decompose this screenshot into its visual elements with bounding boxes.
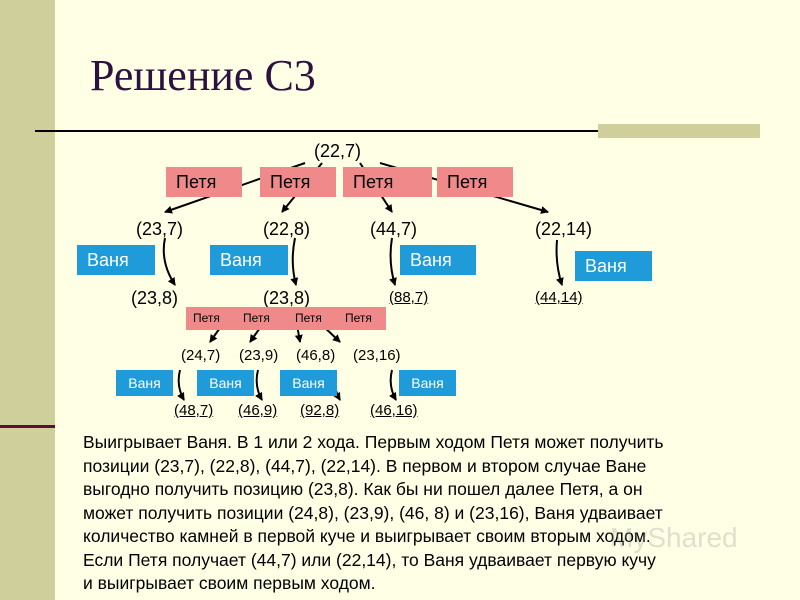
vanya-reply-2-2: Ваня bbox=[197, 370, 254, 396]
left-decor-bar bbox=[0, 0, 55, 600]
l1-position-3: (44,7) bbox=[370, 219, 418, 239]
vanya-reply-2-4: Ваня bbox=[399, 370, 456, 396]
l2-result-1: (48,7) bbox=[174, 402, 214, 419]
explanation-line: позиции (23,7), (22,8), (44,7), (22,14).… bbox=[83, 455, 647, 476]
petya-move-box-3: Петя bbox=[343, 167, 432, 197]
vanya-reply-box-1: Ваня bbox=[77, 245, 155, 275]
watermark: MyShared bbox=[610, 522, 738, 553]
vanya-reply-2-3: Ваня bbox=[280, 370, 337, 396]
explanation-line: Выигрывает Ваня. В 1 или 2 хода. Первым … bbox=[83, 432, 664, 452]
explanation-line: и выигрывает своим первым ходом. bbox=[83, 573, 376, 593]
arrow-l1-3 bbox=[389, 237, 397, 286]
slide-title: Решение С3 bbox=[90, 51, 316, 100]
l1-position-1: (23,7) bbox=[136, 219, 184, 239]
petya-move-2-1: Петя bbox=[193, 311, 220, 325]
l2-position-2: (23,9) bbox=[239, 347, 279, 364]
explanation-line: Если Петя получает (44,7) или (22,14), т… bbox=[83, 549, 656, 570]
petya-move-box-1: Петя bbox=[166, 167, 242, 197]
vanya-reply-box-4: Ваня bbox=[575, 251, 652, 281]
arrow-l2r-1 bbox=[177, 369, 185, 401]
l1-position-4: (22,14) bbox=[535, 219, 593, 239]
l1-result-3: (88,7) bbox=[389, 289, 429, 306]
l2-position-3: (46,8) bbox=[296, 347, 336, 364]
vanya-reply-2-1: Ваня bbox=[116, 370, 173, 396]
l2-position-4: (23,16) bbox=[353, 347, 401, 364]
arrow-l1-1 bbox=[162, 237, 176, 286]
explanation-line: может получить позиции (24,8), (23,9), (… bbox=[83, 502, 663, 523]
arrow-l1-4 bbox=[555, 239, 564, 286]
petya-move-2-4: Петя bbox=[345, 311, 372, 325]
arrow-l2r-4 bbox=[389, 369, 397, 401]
left-decor-line bbox=[0, 425, 55, 428]
l2-result-2: (46,9) bbox=[238, 402, 278, 419]
vanya-reply-box-2: Ваня bbox=[210, 245, 288, 275]
petya-move-box-2: Петя bbox=[260, 167, 336, 197]
petya-move-2-3: Петя bbox=[295, 311, 322, 325]
l2-result-4: (46,16) bbox=[370, 402, 418, 419]
l1-result-4: (44,14) bbox=[535, 289, 583, 306]
l1-position-2: (22,8) bbox=[263, 219, 311, 239]
explanation-line: количество камней в первой куче и выигры… bbox=[83, 526, 651, 546]
petya-move-box-4: Петя bbox=[437, 167, 513, 197]
root-position: (22,7) bbox=[314, 141, 362, 161]
l1-result-1: (23,8) bbox=[131, 288, 179, 308]
l2-result-3: (92,8) bbox=[300, 402, 340, 419]
l2-position-1: (24,7) bbox=[181, 347, 221, 364]
title-rule bbox=[35, 130, 760, 132]
explanation-text: Выигрывает Ваня. В 1 или 2 хода. Первым … bbox=[83, 431, 783, 596]
vanya-reply-box-3: Ваня bbox=[400, 245, 476, 275]
title-rule-block bbox=[598, 124, 760, 138]
petya-move-strip bbox=[186, 307, 386, 330]
l1-result-2: (23,8) bbox=[263, 288, 311, 308]
petya-move-2-2: Петя bbox=[243, 311, 270, 325]
explanation-line: выгодно получить позицию (23,8). Как бы … bbox=[83, 479, 643, 499]
arrow-l1-2 bbox=[290, 237, 299, 286]
arrow-l2r-2 bbox=[255, 369, 263, 401]
